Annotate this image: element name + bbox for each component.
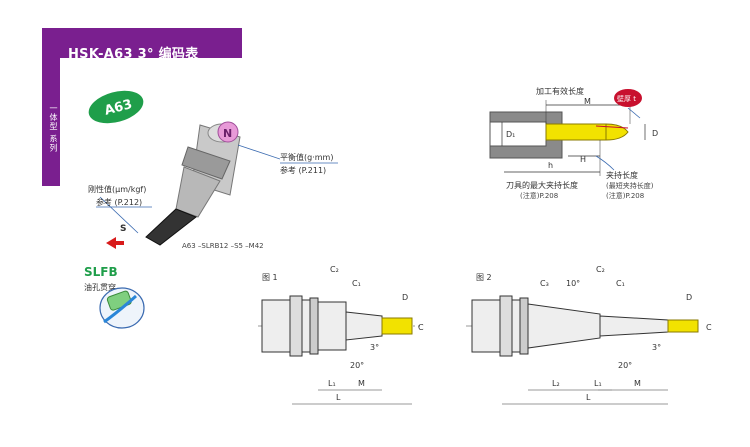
max-clamp-note-ref: (注意)P.208: [520, 191, 558, 200]
fig1-c1: C₁: [352, 279, 361, 288]
fig1-d: D: [402, 293, 408, 302]
fig2-l1: L₁: [594, 379, 602, 388]
series-label: 一体型 系列: [49, 104, 58, 153]
fig2-angle3: 3°: [652, 343, 661, 352]
fig1-c2: C₂: [330, 265, 339, 274]
max-clamp-label: 刀具的最大夹持长度: [506, 180, 578, 190]
rigidity-label: 刚性值(μm/kgf): [88, 184, 146, 194]
balance-label: 平衡值(g·mm): [280, 152, 333, 162]
dim-h-lower: h: [548, 161, 553, 170]
header-band: [42, 28, 242, 186]
clamp-length-label: 夹持长度: [606, 170, 638, 180]
shortest-clamp-label: (最短夹持长度): [606, 181, 654, 190]
balance-marker: N: [217, 121, 239, 143]
holder-detail: [489, 100, 646, 176]
fig2-c2: C₂: [596, 265, 605, 274]
marker-label: N: [223, 127, 232, 140]
fig2-angle10: 10°: [566, 279, 580, 288]
fig1-m: M: [358, 379, 365, 388]
fig1-l1: L₁: [328, 379, 336, 388]
arrow-label: S: [120, 224, 126, 234]
dim-d1: D₁: [506, 130, 515, 139]
wall-thickness-badge: 壁厚 t: [614, 89, 642, 107]
fig1-c: C: [418, 323, 424, 332]
fig2-l: L: [586, 393, 591, 402]
coolant-badge-label: SLFB: [84, 265, 118, 279]
fig2-c3: C₃: [540, 279, 549, 288]
balance-ref: 参考 (P.211): [280, 165, 326, 175]
coolant-text: 油孔贯穿: [84, 282, 116, 292]
rigidity-ref: 参考 (P.212): [96, 197, 142, 207]
part-code: A63 –SLRB12 –S5 –M42: [182, 242, 264, 250]
coolant-badge: SLFB 油孔贯穿: [84, 265, 145, 329]
figure-2: [466, 295, 700, 405]
direction-arrow-icon: [106, 237, 124, 249]
fig2-c1: C₁: [616, 279, 625, 288]
page-title: HSK-A63 3° 编码表: [68, 47, 199, 62]
svg-text:壁厚 t: 壁厚 t: [617, 94, 636, 103]
effective-length-label: 加工有效长度: [536, 86, 584, 96]
a63-badge: A63: [88, 90, 144, 124]
fig1-angle3: 3°: [370, 343, 379, 352]
dim-h-upper: H: [580, 155, 586, 164]
fig2-angle20: 20°: [618, 361, 632, 370]
figure-1: [258, 295, 420, 405]
fig2-l2: L₂: [552, 379, 560, 388]
fig2-d: D: [686, 293, 692, 302]
dim-d: D: [652, 129, 658, 138]
fig2-c: C: [706, 323, 712, 332]
fig1-l: L: [336, 393, 341, 402]
fig2-title: 图 2: [476, 273, 492, 282]
a63-badge-label: A63: [103, 97, 134, 119]
fig1-angle20: 20°: [350, 361, 364, 370]
clamp-note-ref: (注意)P.208: [606, 191, 644, 200]
dim-m: M: [584, 97, 591, 106]
tool-holder-view: A63 N S: [88, 90, 280, 249]
fig1-title: 图 1: [262, 273, 278, 282]
fig2-m: M: [634, 379, 641, 388]
